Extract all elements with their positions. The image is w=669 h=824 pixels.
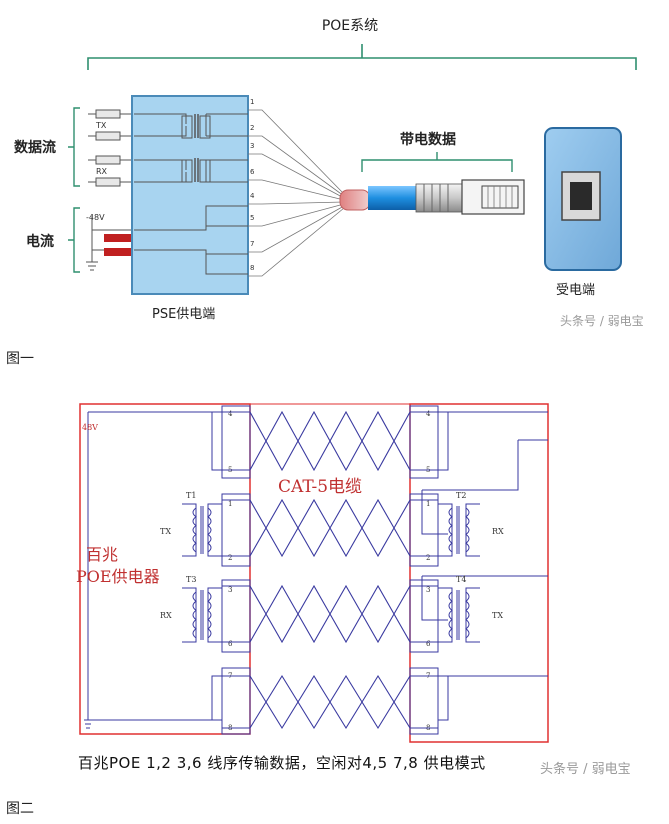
pin-left-4: 4 [228,410,233,418]
pd-red-box [409,403,549,743]
coil-t4-secondary [465,591,470,639]
twisted-pair-3-b [249,584,411,644]
pin-left-3: 3 [228,586,232,594]
powered-data-bracket [361,152,513,172]
powered-data-label: 带电数据 [400,131,456,148]
pse-power-wiring [84,411,250,729]
fan-wire-6 [248,179,345,201]
figure2-watermark: 头条号 / 弱电宝 [540,762,631,777]
pd-wiring [421,411,548,721]
pse-pin-8: 8 [250,264,254,272]
cable-body [368,186,418,210]
rx-label: RX [96,167,108,176]
t2-label: T2 [456,491,466,500]
cable-boot [415,183,463,213]
pse-pin-4: 4 [250,192,255,200]
pin-left-2: 2 [228,554,232,562]
pd-transformers-fig2 [438,503,480,643]
rx-left-label: RX [160,611,172,620]
cable-head [339,189,371,211]
connector-pins-left [221,405,251,735]
pse-transformers [181,114,211,183]
t1-label: T1 [186,491,196,500]
cable-label: CAT-5电缆 [278,477,362,497]
pin-left-1: 1 [228,500,232,508]
data-flow-brace [68,107,80,187]
pse-box [131,95,249,295]
coil-t4-primary [448,591,453,639]
rj45-plug [461,179,525,215]
t4-label: T4 [456,575,466,584]
figure2-caption: 图二 [6,801,34,817]
coil-t1-secondary [207,507,212,553]
figure2-bottom-caption: 百兆POE 1,2 3,6 线序传输数据，空闲对4,5 7,8 供电模式 [78,754,486,772]
fan-wire-3 [248,153,345,199]
pin-right-1: 1 [426,500,430,508]
pse-coils [192,507,212,639]
pse-pin-3: 3 [250,142,254,150]
pse-label: PSE供电端 [152,307,215,322]
pin-right-2: 2 [426,554,430,562]
pse-pin-1: 1 [250,98,254,106]
pin-right-6: 6 [426,640,431,648]
pse-pin-5: 5 [250,214,254,222]
pse-fig2-label-1: 百兆 [86,545,118,564]
pse-pin-7: 7 [250,240,254,248]
tx-resistors [88,109,134,187]
coil-t2-secondary [465,507,470,553]
pin-right-4: 4 [426,410,431,418]
fan-wire-8 [248,207,345,277]
poe-system-bracket [87,44,637,70]
fan-wire-4 [248,201,345,205]
connector-pins-right [409,405,439,735]
twisted-pairs [222,410,438,730]
pse-transformers-fig2 [182,503,222,643]
voltage-label: -48V [86,213,105,222]
rx-right-label: RX [492,527,504,536]
figure1-watermark: 头条号 / 弱电宝 [560,314,644,328]
poe-system-title: POE系统 [322,18,378,34]
pd-coils [448,507,470,639]
pd-label: 受电端 [556,283,595,298]
voltage-label-48v: 48V [82,423,98,432]
tx-left-label: TX [160,527,171,536]
coil-t3-primary [192,591,197,639]
pse-pin-6: 6 [250,168,255,176]
figure1: POE系统 数据流 电流 TX RX -48V PSE供电端 [14,18,637,322]
twisted-pair-4-b [249,674,411,730]
data-flow-label: 数据流 [14,139,56,156]
twisted-pair-1-b [249,410,411,472]
fan-wire-2 [248,135,345,197]
pse-red-box [79,403,251,735]
tx-label: TX [95,121,107,130]
twisted-pair-2-b [249,498,411,558]
coil-t3-secondary [207,591,212,639]
pse-pin-2: 2 [250,124,254,132]
fan-wire-7 [248,205,345,253]
fan-wire-1 [248,109,345,195]
current-brace [68,207,80,273]
voltage-source [86,216,134,271]
red-connector-top [104,234,134,242]
coil-t2-primary [448,507,453,553]
pin-right-3: 3 [426,586,430,594]
t3-label: T3 [186,575,196,584]
red-connector-bottom [104,248,134,256]
fan-out-wires [248,109,345,277]
pse-fig2-label-2: POE供电器 [76,567,160,586]
pse-internal-wiring [134,113,248,275]
figure1-caption: 图一 [6,351,34,367]
pd-jack-inner [570,182,592,210]
fan-wire-5 [248,203,345,227]
pse-pins: 1 2 3 6 4 5 7 8 [250,98,255,272]
coil-t1-primary [192,507,197,553]
tx-right-label: TX [492,611,503,620]
pin-left-6: 6 [228,640,233,648]
current-label: 电流 [26,233,54,250]
